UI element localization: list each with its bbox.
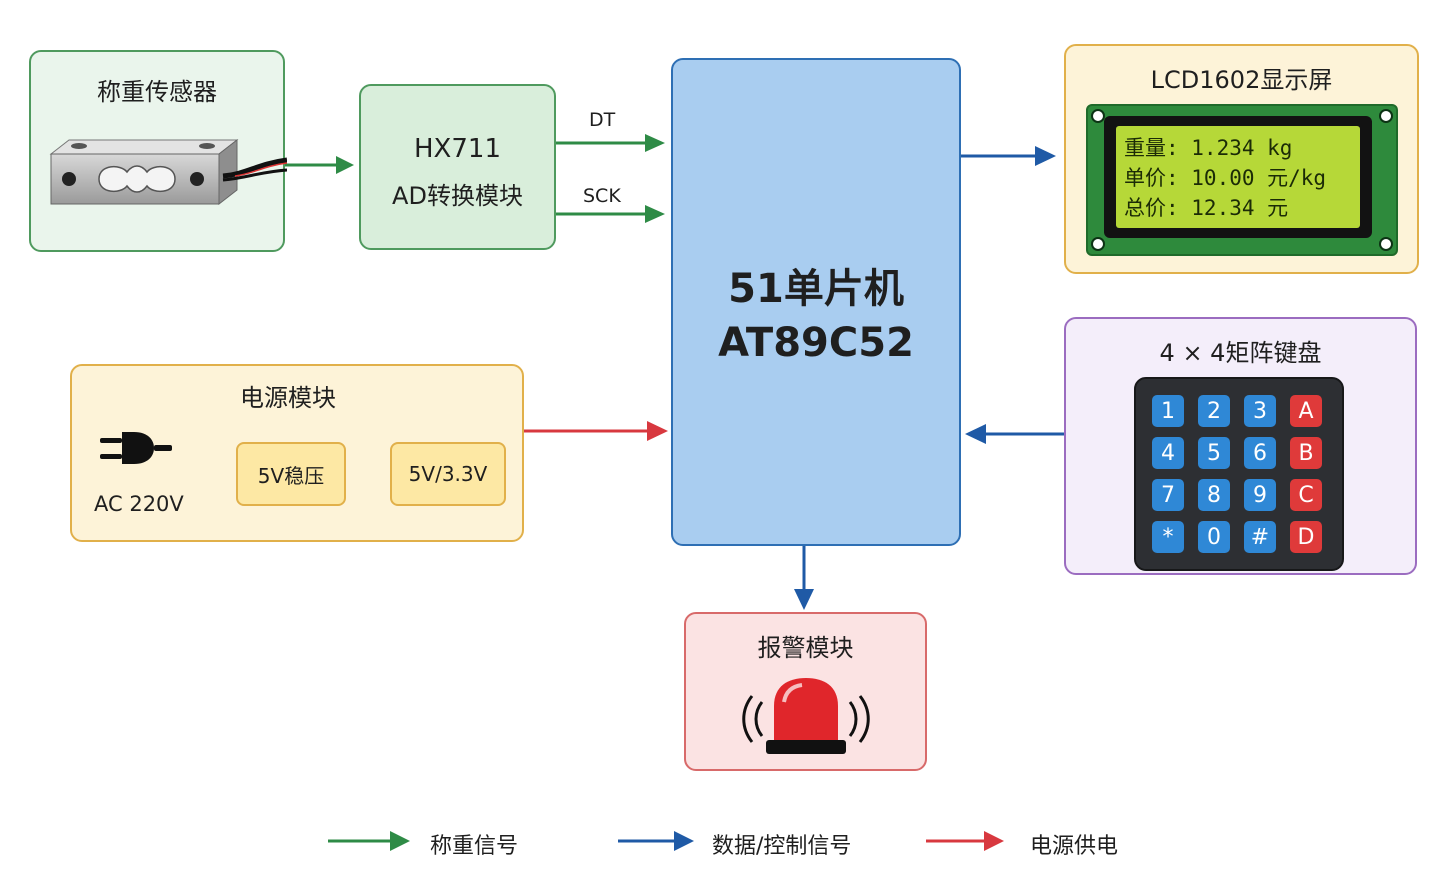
- lcd-title: LCD1602显示屏: [1150, 66, 1333, 94]
- dt-signal-label: DT: [589, 109, 616, 131]
- keypad-block: 4 × 4矩阵键盘 1 2 3 A 4 5 6 B 7 8 9 C * 0 # …: [1064, 317, 1417, 575]
- mount-hole-icon: [1379, 237, 1393, 251]
- mcu-block: 51单片机 AT89C52: [671, 58, 961, 546]
- output-voltage-module: 5V/3.3V: [390, 442, 506, 506]
- lcd-module-icon: 重量: 1.234 kg 单价: 10.00 元/kg 总价: 12.34 元: [1086, 104, 1398, 256]
- key-hash: #: [1244, 521, 1276, 553]
- mcu-model: AT89C52: [718, 320, 914, 366]
- alarm-title: 报警模块: [757, 634, 854, 662]
- hx711-ad-module: HX711 AD转换模块: [359, 84, 556, 250]
- hx711-label: HX711: [414, 134, 501, 164]
- lcd-screen: 重量: 1.234 kg 单价: 10.00 元/kg 总价: 12.34 元: [1116, 126, 1360, 228]
- mount-hole-icon: [1379, 109, 1393, 123]
- lcd-bezel: 重量: 1.234 kg 单价: 10.00 元/kg 总价: 12.34 元: [1104, 116, 1372, 238]
- mcu-title: 51单片机: [728, 266, 904, 312]
- key-a: A: [1290, 395, 1322, 427]
- key-1: 1: [1152, 395, 1184, 427]
- key-star: *: [1152, 521, 1184, 553]
- key-2: 2: [1198, 395, 1230, 427]
- key-5: 5: [1198, 437, 1230, 469]
- key-3: 3: [1244, 395, 1276, 427]
- keypad-title: 4 × 4矩阵键盘: [1159, 339, 1322, 367]
- lcd-row-weight: 重量: 1.234 kg: [1124, 136, 1293, 160]
- load-cell-icon: [49, 138, 287, 206]
- mount-hole-icon: [1091, 109, 1105, 123]
- lcd-row-unit-price: 单价: 10.00 元/kg: [1124, 166, 1327, 190]
- legend-power-supply: 电源供电: [1030, 834, 1119, 859]
- ac-input-label: AC 220V: [94, 492, 184, 516]
- sck-signal-label: SCK: [583, 185, 621, 207]
- key-c: C: [1290, 479, 1322, 511]
- sensor-title: 称重传感器: [97, 78, 217, 106]
- mount-hole-icon: [1091, 237, 1105, 251]
- keypad-icon: 1 2 3 A 4 5 6 B 7 8 9 C * 0 # D: [1134, 377, 1344, 571]
- siren-icon: [742, 678, 870, 754]
- legend-weight-signal: 称重信号: [430, 834, 519, 859]
- regulator-module: 5V稳压: [236, 442, 346, 506]
- lcd-row-total: 总价: 12.34 元: [1124, 196, 1289, 220]
- power-title: 电源模块: [240, 384, 336, 412]
- key-0: 0: [1198, 521, 1230, 553]
- key-6: 6: [1244, 437, 1276, 469]
- key-d: D: [1290, 521, 1322, 553]
- key-4: 4: [1152, 437, 1184, 469]
- alarm-module-block: 报警模块: [684, 612, 927, 771]
- power-module-block: 电源模块 AC 220V 5V稳压 5V/3.3V: [70, 364, 524, 542]
- key-9: 9: [1244, 479, 1276, 511]
- key-b: B: [1290, 437, 1322, 469]
- key-8: 8: [1198, 479, 1230, 511]
- ad-converter-label: AD转换模块: [392, 182, 523, 210]
- legend-data-control-signal: 数据/控制信号: [712, 834, 852, 859]
- key-7: 7: [1152, 479, 1184, 511]
- weighing-sensor-block: 称重传感器: [29, 50, 287, 252]
- lcd1602-block: LCD1602显示屏 重量: 1.234 kg 单价: 10.00 元/kg 总…: [1064, 44, 1419, 274]
- plug-icon: [100, 432, 172, 464]
